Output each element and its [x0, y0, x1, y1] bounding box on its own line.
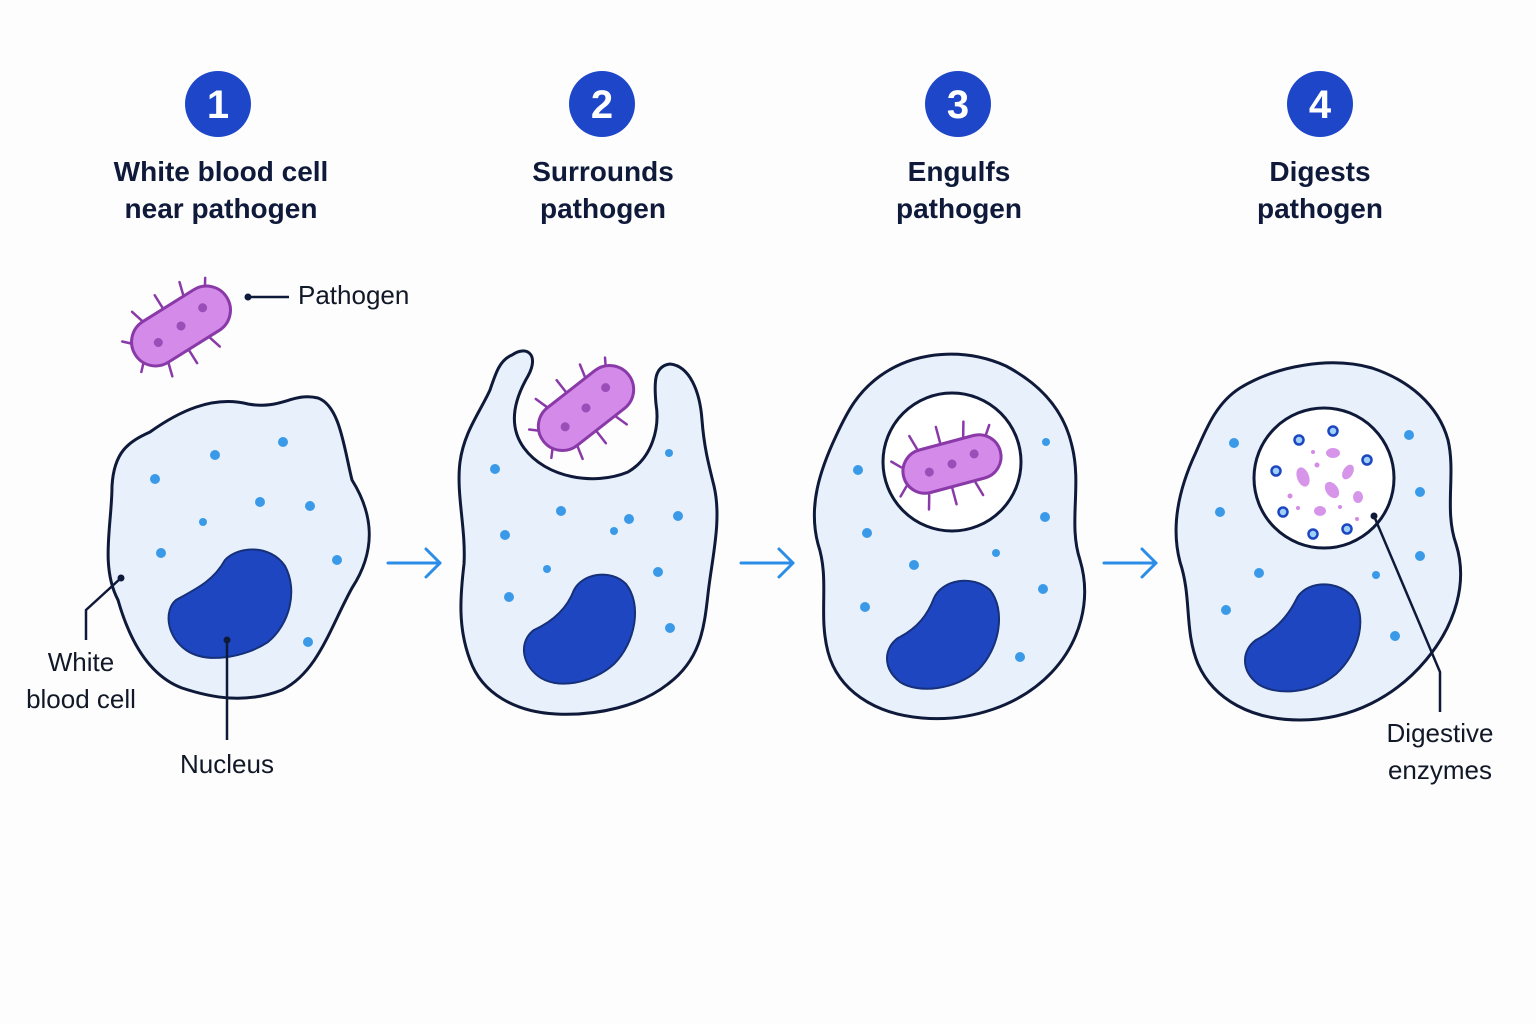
step-title-2-line1: Surrounds [532, 156, 674, 187]
arrow-right-icon [1102, 547, 1158, 579]
nucleus-label: Nucleus [157, 746, 297, 783]
nucleus-icon [1244, 583, 1362, 693]
arrow-right-icon [739, 547, 795, 579]
step-title-3-line2: pathogen [896, 193, 1022, 224]
step-badge-3: 3 [925, 71, 991, 137]
pathogen-label-text: Pathogen [298, 280, 410, 310]
step-title-4-line1: Digests [1269, 156, 1371, 187]
white-blood-cell-icon [457, 349, 719, 716]
svg-text:1: 1 [207, 83, 229, 127]
pathogen-label: Pathogen [298, 277, 409, 314]
svg-text:4: 4 [1309, 83, 1332, 127]
step-title-3: Engulfs pathogen [809, 153, 1109, 227]
vacuole-icon [1252, 406, 1396, 550]
digestive-enzymes-leader-line [1370, 512, 1442, 712]
step-badge-1: 1 [185, 71, 251, 137]
nucleus-icon [167, 548, 293, 659]
white-blood-cell-label: White blood cell [10, 644, 152, 718]
svg-text:3: 3 [947, 83, 969, 127]
step-title-2: Surrounds pathogen [453, 153, 753, 227]
step-title-4: Digests pathogen [1170, 153, 1470, 227]
pathogen-icon [527, 356, 636, 461]
pathogen-leader-line [244, 293, 289, 301]
pathogen-icon [121, 276, 232, 378]
white-blood-cell-label-line2: blood cell [26, 684, 136, 714]
digestive-enzymes-label-line2: enzymes [1387, 755, 1493, 785]
step-badge-2: 2 [569, 71, 635, 137]
white-blood-cell-label-line1: White [47, 647, 115, 677]
step-title-1-line1: White blood cell [113, 156, 329, 187]
step-badge-4: 4 [1287, 71, 1353, 137]
arrow-right-icon [386, 547, 442, 579]
svg-text:2: 2 [591, 83, 613, 127]
nucleus-leader-line [223, 636, 231, 740]
step-title-1-line2: near pathogen [124, 193, 318, 224]
white-blood-cell-leader-line [84, 574, 125, 640]
digestive-enzymes-label: Digestive enzymes [1362, 715, 1518, 789]
step-title-4-line2: pathogen [1257, 193, 1383, 224]
nucleus-label-text: Nucleus [180, 749, 274, 779]
nucleus-icon [523, 573, 637, 685]
step-title-2-line2: pathogen [540, 193, 666, 224]
digestive-enzymes-label-line1: Digestive [1386, 718, 1494, 748]
pathogen-icon [890, 420, 1003, 511]
nucleus-icon [886, 579, 1001, 690]
step-title-1: White blood cell near pathogen [71, 153, 371, 227]
step-title-3-line1: Engulfs [907, 156, 1011, 187]
